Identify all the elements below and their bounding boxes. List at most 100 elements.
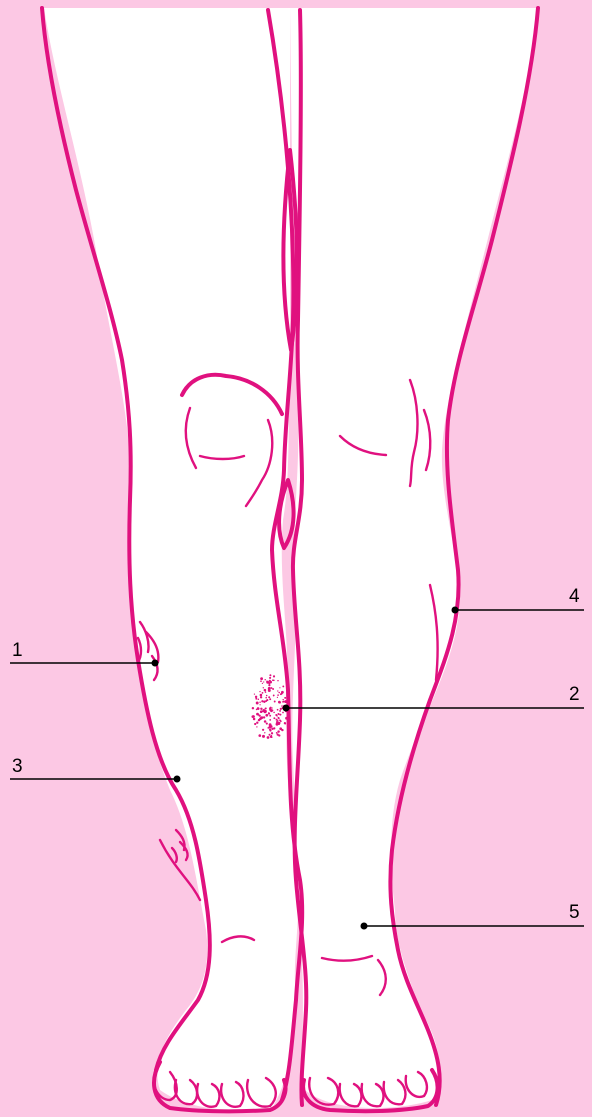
rash-speck (258, 734, 261, 737)
rash-speck (256, 713, 259, 716)
rash-speck (269, 674, 271, 676)
rash-speck (279, 714, 281, 716)
rash-speck (277, 694, 279, 696)
rash-speck (265, 697, 267, 699)
rash-speck (259, 717, 262, 720)
rash-speck (274, 701, 276, 703)
rash-speck (282, 699, 283, 700)
rash-speck (271, 687, 273, 689)
lesion-marks-3 (172, 830, 188, 862)
rash-speck (285, 717, 288, 720)
rash-speck (253, 718, 256, 721)
rash-speck (259, 691, 260, 692)
rash-speck (265, 708, 267, 710)
rash-speck (266, 695, 268, 697)
rash-speck (254, 723, 256, 725)
rash-speck (267, 736, 270, 739)
rash-speck (263, 700, 265, 702)
rash-speck (277, 713, 279, 715)
callout-2-number: 2 (569, 684, 580, 705)
callout-1-dot (152, 660, 159, 667)
rash-speck (277, 690, 278, 691)
rash-speck (282, 685, 284, 687)
callout-5-number: 5 (569, 902, 580, 923)
rash-speck (258, 698, 260, 700)
rash-speck (284, 723, 286, 725)
rash-speck (268, 712, 269, 713)
rash-speck (261, 700, 263, 702)
rash-speck (263, 681, 264, 682)
rash-speck (260, 680, 262, 682)
rash-speck (269, 698, 271, 700)
rash-speck (277, 730, 279, 732)
rash-speck (269, 677, 271, 679)
rash-speck (260, 677, 263, 680)
rash-speck (262, 692, 264, 694)
rash-speck (277, 709, 279, 711)
callout-1-number: 1 (12, 640, 23, 661)
rash-speck (259, 704, 260, 705)
callout-5-dot (361, 923, 368, 930)
rash-speck (256, 722, 258, 724)
callout-3-number: 3 (12, 756, 23, 777)
rash-speck (264, 732, 265, 733)
rash-speck (272, 688, 274, 690)
rash-speck (280, 708, 282, 710)
rash-speck (265, 679, 266, 680)
rash-speck (278, 692, 280, 694)
rash-speck (268, 696, 270, 698)
rash-speck (264, 710, 267, 713)
rash-speck (277, 697, 278, 698)
rash-speck (269, 726, 272, 729)
rash-speck (260, 708, 262, 710)
left-leg-skin (290, 8, 540, 1108)
rash-speck (276, 721, 278, 723)
rash-speck (262, 735, 265, 738)
rash-speck (255, 696, 257, 698)
rash-speck (262, 683, 263, 684)
rash-speck (257, 707, 259, 709)
callout-2-dot (283, 705, 290, 712)
rash-speck (266, 723, 268, 725)
rash-speck (272, 679, 274, 681)
rash-speck (278, 718, 279, 719)
rash-speck (265, 714, 268, 717)
rash-speck (270, 707, 272, 709)
rash-speck (277, 680, 278, 681)
rash-speck (280, 720, 281, 721)
rash-speck (265, 691, 267, 693)
rash-speck (278, 701, 281, 704)
rash-speck (276, 715, 277, 716)
rash-speck (259, 715, 261, 717)
rash-speck (282, 712, 284, 714)
rash-speck (271, 728, 272, 729)
rash-speck (260, 710, 263, 713)
rash-speck (273, 712, 275, 714)
callout-4-number: 4 (569, 586, 580, 607)
rash-speck (276, 719, 278, 721)
rash-speck (270, 736, 272, 738)
callout-3: 3 (10, 756, 181, 783)
rash-speck (283, 701, 285, 703)
callout-4-dot (452, 607, 459, 614)
rash-speck (279, 687, 280, 688)
rash-speck (279, 727, 282, 730)
rash-speck (284, 697, 286, 699)
rash-speck (254, 693, 255, 694)
rash-speck (269, 729, 271, 731)
rash-speck (276, 732, 278, 734)
rash-speck (269, 681, 272, 684)
rash-speck (273, 694, 275, 696)
callout-3-dot (174, 776, 181, 783)
rash-speck (271, 732, 273, 734)
rash-speck (269, 734, 271, 736)
rash-speck (281, 705, 283, 707)
rash-speck (256, 726, 257, 727)
rash-speck (271, 707, 272, 708)
rash-speck (263, 716, 265, 718)
rash-speck (276, 723, 279, 726)
rash-speck (252, 707, 254, 709)
rash-speck (260, 696, 262, 698)
